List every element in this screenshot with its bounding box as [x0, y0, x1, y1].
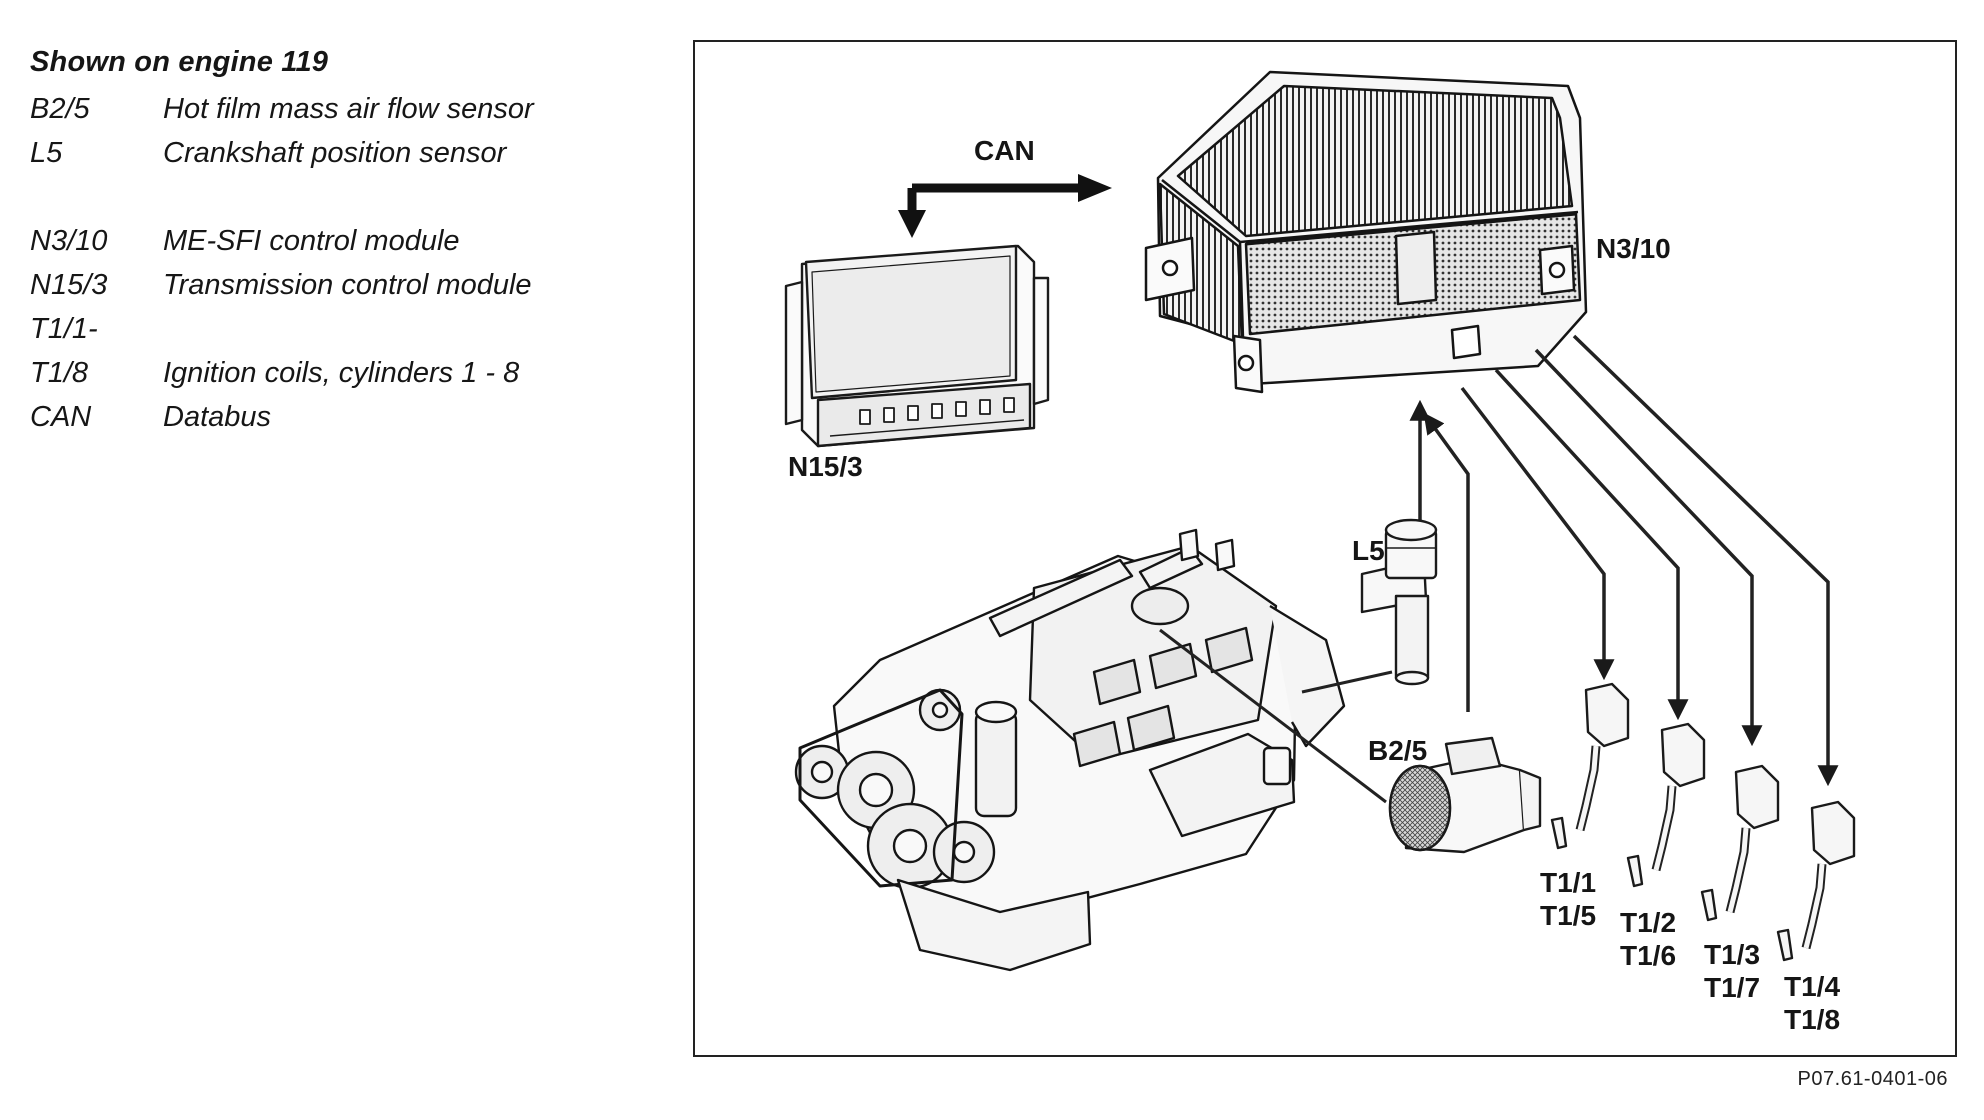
ignition-signal-lines [1460, 334, 1839, 787]
coil-1-label: T1/1 T1/5 [1540, 867, 1597, 932]
maf-sensor-drawing [1388, 736, 1542, 854]
legend-desc: Transmission control module [163, 268, 532, 301]
legend-code: N15/3 [30, 268, 108, 301]
legend: Shown on engine 119 B2/5 Hot film mass a… [30, 46, 650, 439]
sensor-location-lines [1159, 628, 1393, 804]
figure-id: P07.61-0401-06 [1797, 1068, 1948, 1090]
ignition-coil-1-drawing [1550, 682, 1630, 850]
ignition-coil-4-drawing [1776, 800, 1856, 962]
legend-row-t1-1: T1/1- [30, 307, 650, 351]
crankshaft-sensor-drawing [1360, 518, 1438, 686]
legend-row-t1-8: T1/8 Ignition coils, cylinders 1 - 8 [30, 351, 650, 395]
legend-code: N3/10 [30, 224, 108, 257]
legend-code: B2/5 [30, 92, 90, 125]
me-sfi-control-module-drawing [1144, 70, 1588, 394]
legend-row-b2-5: B2/5 Hot film mass air flow sensor [30, 87, 650, 131]
legend-desc: Crankshaft position sensor [163, 136, 507, 169]
engine-drawing [794, 528, 1346, 972]
coil-3-label: T1/3 T1/7 [1704, 939, 1761, 1004]
b2-5-label: B2/5 [1368, 735, 1428, 766]
legend-code: CAN [30, 400, 92, 433]
legend-desc: Ignition coils, cylinders 1 - 8 [163, 356, 520, 389]
n15-3-label: N15/3 [788, 451, 863, 482]
legend-code: T1/8 [30, 356, 89, 389]
can-label: CAN [974, 135, 1035, 166]
l5-label: L5 [1352, 535, 1385, 566]
legend-row-n15-3: N15/3 Transmission control module [30, 263, 650, 307]
legend-row-n3-10: N3/10 ME-SFI control module [30, 219, 650, 263]
n3-10-label: N3/10 [1596, 233, 1671, 264]
legend-title: Shown on engine 119 [30, 46, 329, 78]
legend-row-l5: L5 Crankshaft position sensor [30, 131, 650, 175]
legend-code: T1/1- [30, 312, 98, 345]
coil-2-label: T1/2 T1/6 [1620, 907, 1677, 972]
can-bus-arrow [898, 174, 1112, 238]
sensor-signal-lines [1409, 399, 1470, 712]
ignition-coil-2-drawing [1626, 722, 1706, 888]
ignition-coil-3-drawing [1700, 764, 1780, 922]
legend-desc: Databus [163, 400, 272, 433]
legend-desc: Hot film mass air flow sensor [163, 92, 534, 125]
legend-desc: ME-SFI control module [163, 224, 460, 257]
coil-4-label: T1/4 T1/8 [1784, 971, 1841, 1036]
legend-code: L5 [30, 136, 63, 169]
transmission-control-module-drawing [784, 244, 1050, 448]
diagram-frame [693, 40, 1957, 1057]
legend-row-can: CAN Databus [30, 395, 650, 439]
